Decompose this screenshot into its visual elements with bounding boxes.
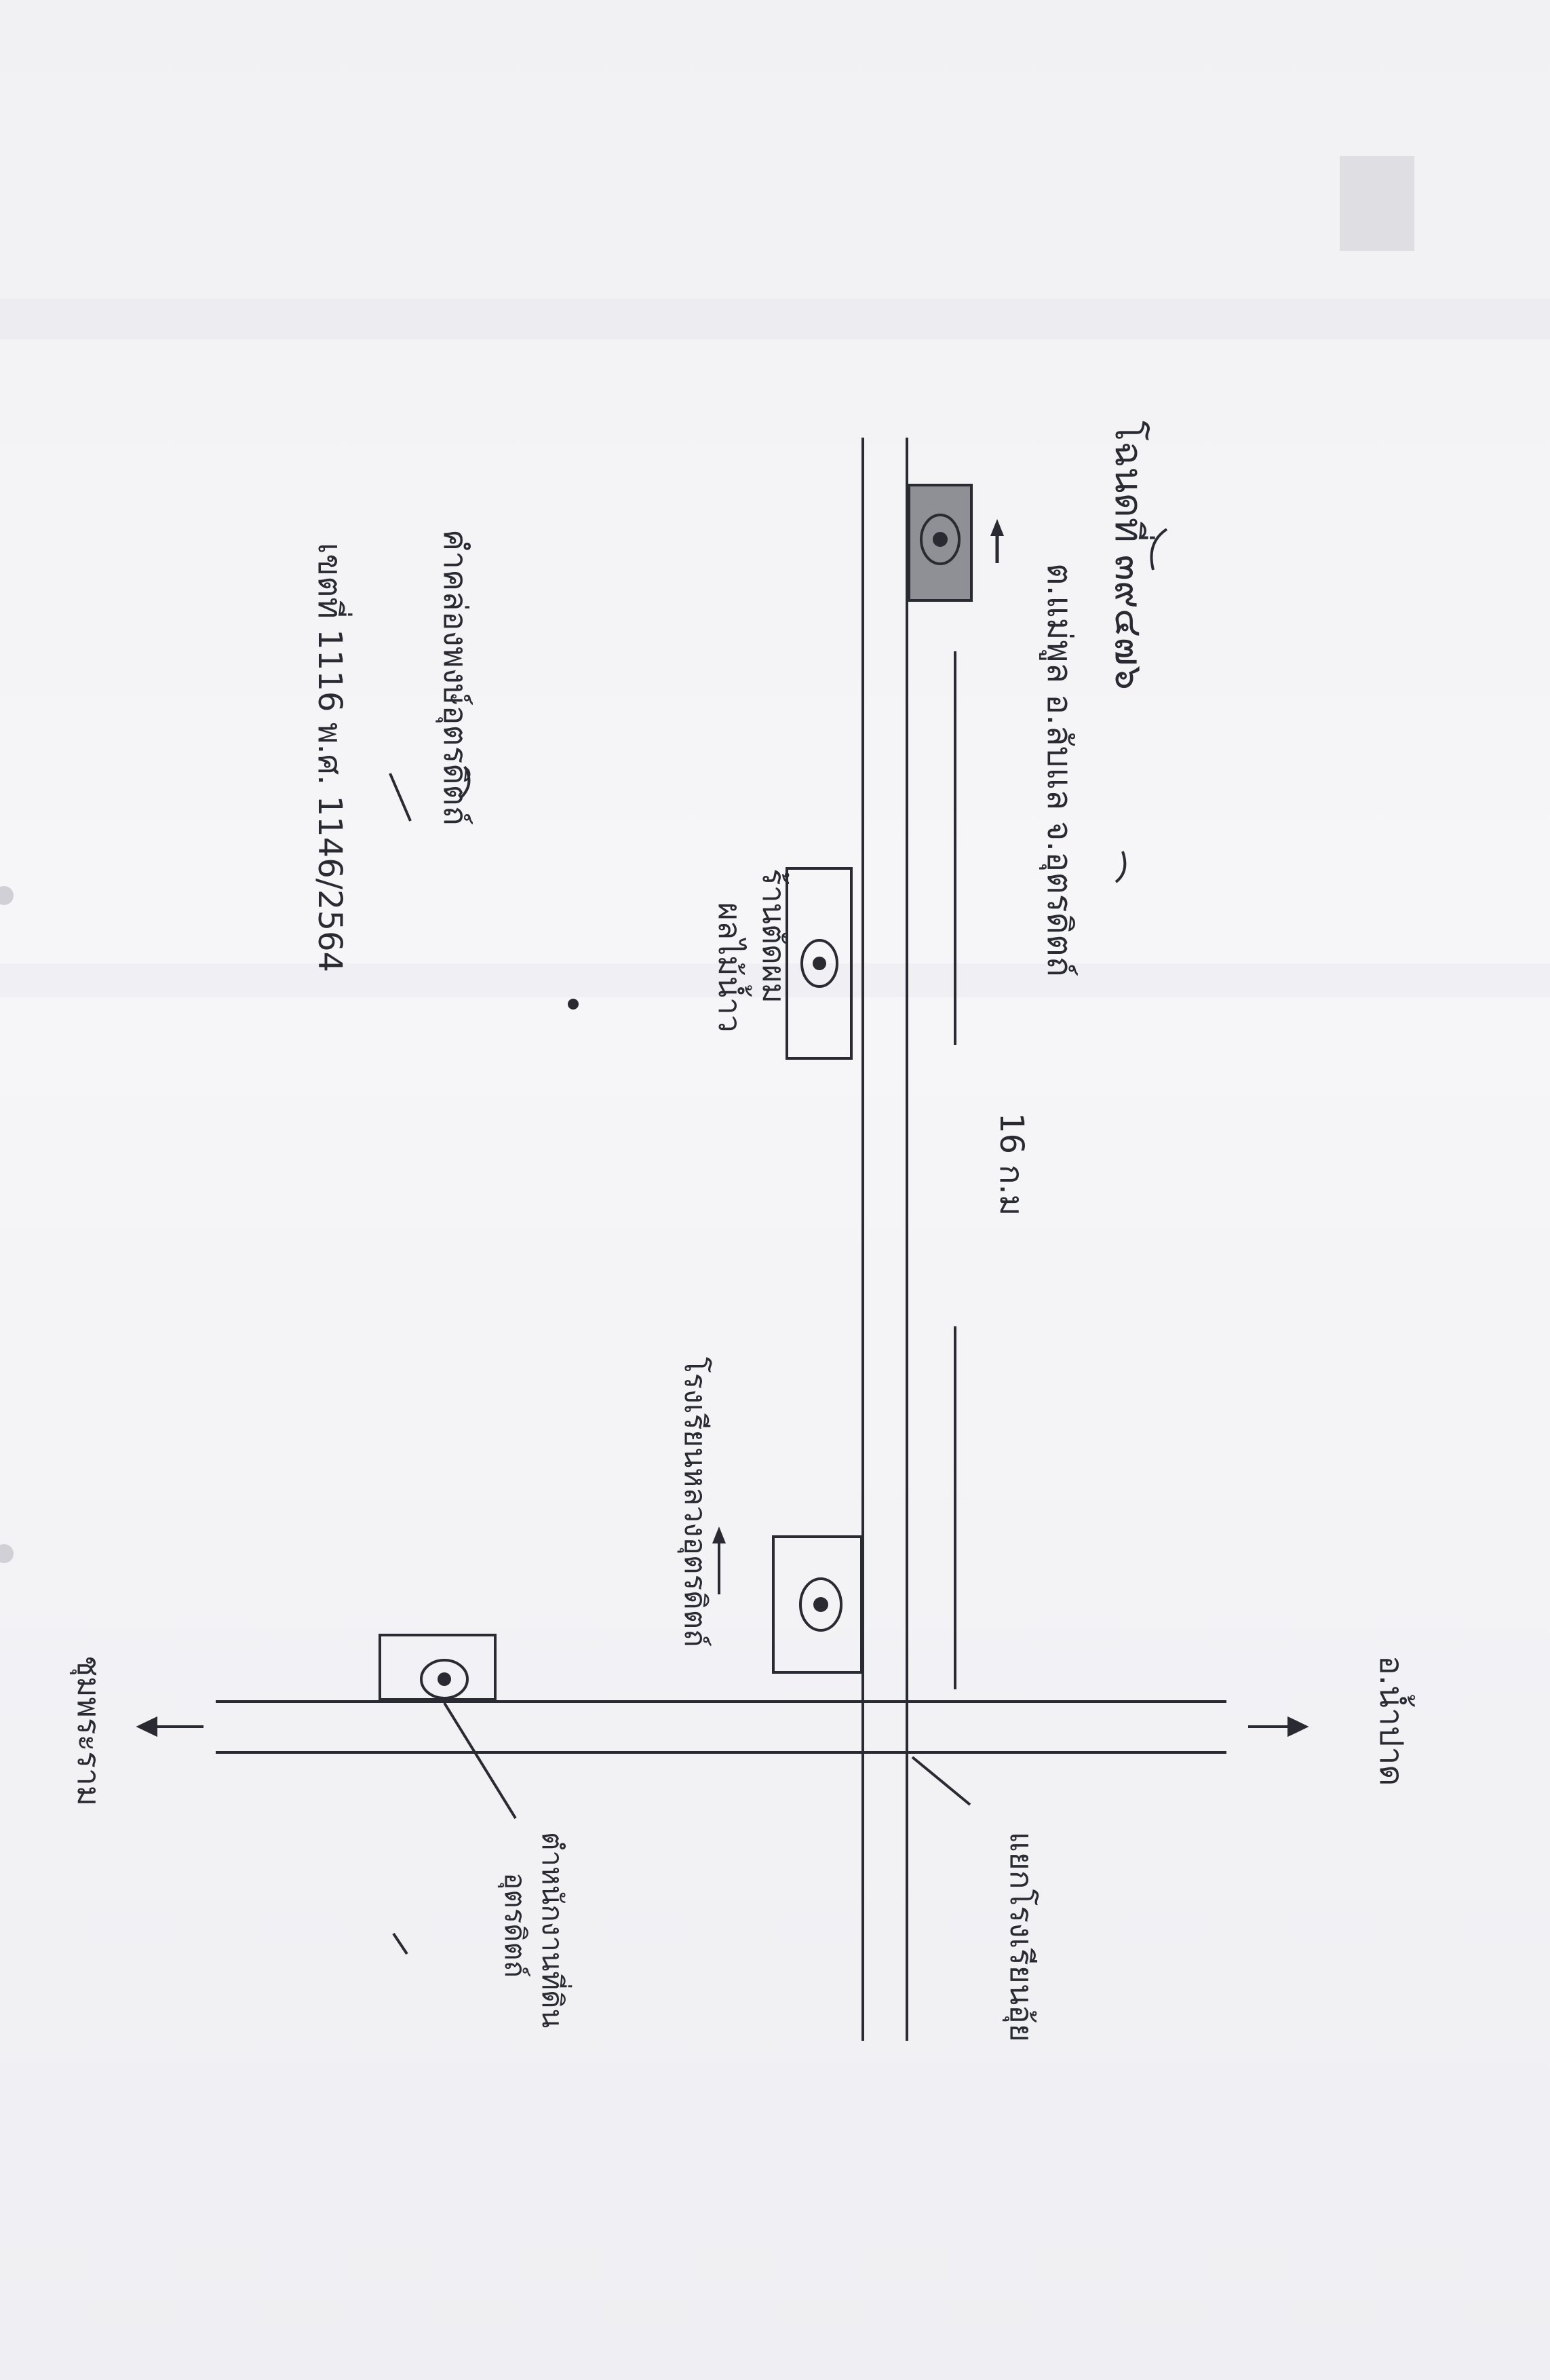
title-line1: โฉนดที่ ๓๙๔๗๖	[1106, 421, 1155, 690]
title-line2: ต.แม่พูล อ.ลับแล จ.อุตรดิตถ์	[1039, 563, 1079, 977]
junction-label: แยกโรงเรียนอุ้ย	[1002, 1832, 1040, 2042]
direction-top: อ.น้ำปาด	[1372, 1655, 1415, 1786]
main-road	[861, 438, 908, 2041]
land-plot-marker	[908, 484, 1004, 602]
direction-arrows	[136, 1716, 1309, 1738]
punch-hole	[0, 886, 14, 905]
shop-label-line2: ผลไม้น้ำว	[712, 902, 752, 1033]
junction-pointer	[911, 1756, 971, 1806]
punch-hole	[0, 1544, 14, 1563]
map-labels: โฉนดที่ ๓๙๔๗๖ ต.แม่พูล อ.ลับแล จ.อุตรดิต…	[69, 421, 1415, 2042]
school-label: โรงเรียนหลวงอุตรดิตถ์	[677, 1357, 712, 1647]
direction-bottom: ชุมพระราม	[69, 1655, 107, 1806]
scan-band	[0, 299, 1550, 339]
school-marker	[712, 1527, 863, 1674]
shop-label-line1: ร้านตัดผม	[756, 868, 792, 1003]
shop-marker	[786, 867, 853, 1060]
distance-label: 16 ก.ม	[992, 1113, 1030, 1216]
cross-road	[216, 1700, 1226, 1754]
landmark-label-line2: อุตรดิตถ์	[497, 1873, 532, 1978]
scan-band	[0, 963, 1550, 997]
signature-marks	[389, 528, 1168, 1955]
landmark-label-line1: ตำหนักงานที่ดิน	[536, 1832, 572, 2028]
land-office-marker	[379, 1634, 517, 1820]
signature-line2: เขตที่ 1116 พ.ศ. 1146/2564	[311, 543, 353, 972]
stamp-smudge	[1340, 156, 1414, 251]
